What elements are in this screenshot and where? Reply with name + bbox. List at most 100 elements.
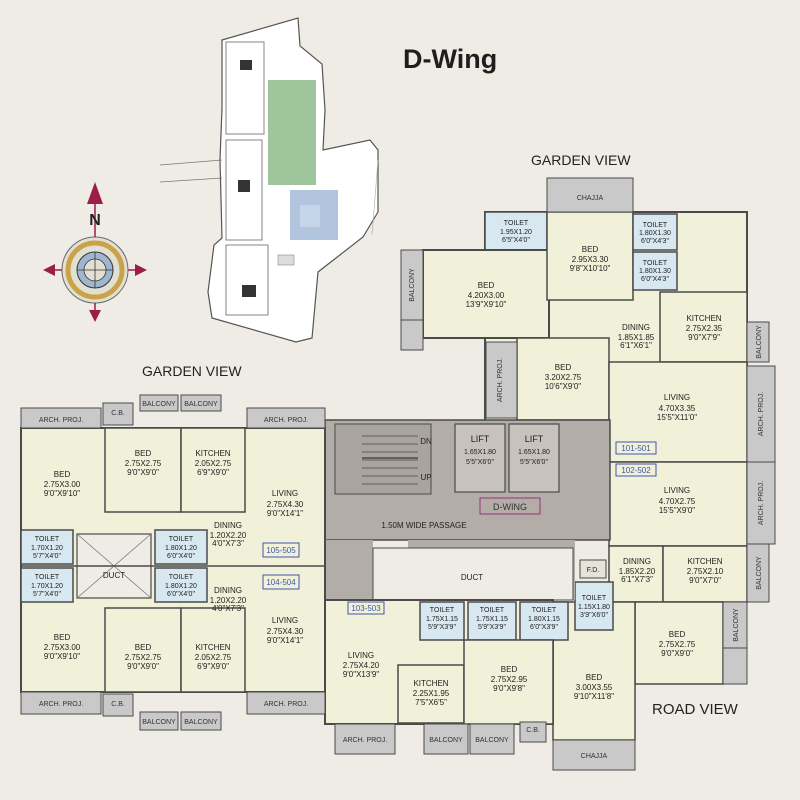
garden-view-top-label: GARDEN VIEW: [531, 152, 631, 168]
arch-proj-label: ARCH. PROJ.: [264, 417, 308, 424]
road-view-label: ROAD VIEW: [652, 701, 739, 718]
balcony-label: BALCONY: [756, 556, 763, 590]
cb-label: C.B.: [111, 410, 125, 417]
unit-id-tag: 105-505: [266, 546, 296, 555]
lift-a-label: LIFT: [471, 434, 490, 444]
lift-a-ft: 5'5"X6'0": [466, 459, 494, 466]
chajja-bottom-label: CHAJJA: [581, 753, 608, 760]
balcony-label: BALCONY: [429, 737, 463, 744]
arch-proj-label: ARCH. PROJ.: [497, 358, 504, 402]
arch-proj-label: ARCH. PROJ.: [758, 392, 765, 436]
balcony-label: BALCONY: [184, 401, 218, 408]
cb-label: C.B.: [111, 701, 125, 708]
arch-proj-label: ARCH. PROJ.: [264, 701, 308, 708]
lift-b-dim: 1.65X1.80: [518, 449, 550, 456]
duct-center-label: DUCT: [461, 573, 483, 582]
stair-up-label: UP: [420, 473, 431, 482]
lift-a-dim: 1.65X1.80: [464, 449, 496, 456]
lift-b-ft: 5'5"X6'0": [520, 459, 548, 466]
wing-title: D-Wing: [403, 44, 498, 74]
balcony-label: BALCONY: [475, 737, 509, 744]
arch-proj-label: ARCH. PROJ.: [343, 737, 387, 744]
arch-proj-label: ARCH. PROJ.: [758, 481, 765, 525]
balcony-label: BALCONY: [409, 268, 416, 302]
lift-b-label: LIFT: [525, 434, 544, 444]
wing-tag: D-WING: [493, 502, 527, 512]
balcony-label: BALCONY: [733, 608, 740, 642]
site-plan: [159, 17, 379, 343]
balcony-label: BALCONY: [142, 401, 176, 408]
unit-id-tag: 104-504: [266, 578, 296, 587]
garden-view-left-label: GARDEN VIEW: [142, 363, 242, 379]
stair-dn-label: DN: [420, 437, 432, 446]
unit-id-tag: 101-501: [621, 444, 651, 453]
plan-structure: [20, 177, 776, 771]
arch-proj-label: ARCH. PROJ.: [39, 417, 83, 424]
passage-label: 1.50M WIDE PASSAGE: [381, 521, 466, 530]
chajja-top-label: CHAJJA: [577, 195, 604, 202]
balcony-label: BALCONY: [184, 719, 218, 726]
cb-label: C.B.: [526, 727, 540, 734]
